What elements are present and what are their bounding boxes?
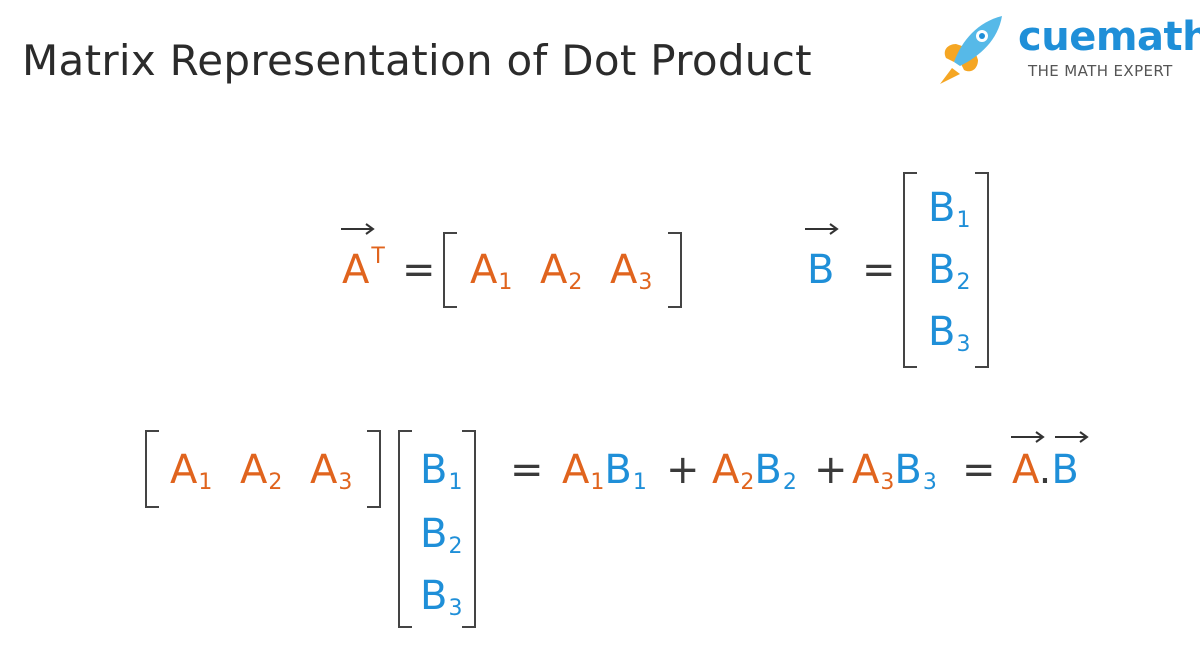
equals-sign: = xyxy=(402,247,436,293)
matrix-entry: A3 xyxy=(310,447,353,495)
plus-sign: + xyxy=(814,447,848,493)
vector-arrow-icon xyxy=(341,223,375,235)
product-term: A1B1 xyxy=(562,447,647,495)
matrix-entry: A3 xyxy=(610,247,653,295)
left-bracket xyxy=(903,172,917,368)
equals-sign: = xyxy=(862,247,896,293)
matrix-entry: A2 xyxy=(240,447,283,495)
left-bracket xyxy=(145,430,159,508)
plus-sign: + xyxy=(666,447,700,493)
matrix-entry: B2 xyxy=(928,247,971,295)
brand-name: cuemath xyxy=(1018,14,1200,60)
brand-tagline: THE MATH EXPERT xyxy=(1028,62,1173,80)
vector-arrow-icon xyxy=(805,223,839,235)
matrix-entry: B1 xyxy=(928,185,971,233)
dot-product-result: A.B xyxy=(1012,447,1079,493)
left-bracket xyxy=(398,430,412,628)
matrix-entry: A1 xyxy=(170,447,213,495)
vector-arrow-icon xyxy=(1055,431,1089,443)
matrix-entry: B1 xyxy=(420,447,463,495)
left-bracket xyxy=(443,232,457,308)
product-term: A3B3 xyxy=(852,447,937,495)
equals-sign: = xyxy=(962,447,996,493)
right-bracket xyxy=(975,172,989,368)
matrix-entry: B3 xyxy=(420,573,463,621)
matrix-entry: B2 xyxy=(420,511,463,559)
rocket-icon xyxy=(940,16,1002,84)
matrix-entry: B3 xyxy=(928,309,971,357)
matrix-entry: A2 xyxy=(540,247,583,295)
right-bracket xyxy=(668,232,682,308)
right-bracket xyxy=(367,430,381,508)
vector-arrow-icon xyxy=(1011,431,1045,443)
page-title: Matrix Representation of Dot Product xyxy=(22,36,812,85)
matrix-entry: A1 xyxy=(470,247,513,295)
a-transpose-symbol: AT xyxy=(342,244,385,293)
product-term: A2B2 xyxy=(712,447,797,495)
b-vector-symbol: B xyxy=(807,247,835,293)
right-bracket xyxy=(462,430,476,628)
equals-sign: = xyxy=(510,447,544,493)
